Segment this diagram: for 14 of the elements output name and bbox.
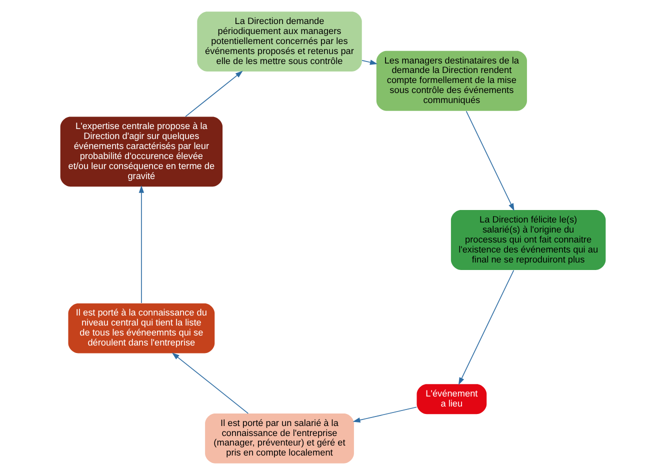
node-box: Il est porté à la connaissance du niveau central qui tient la liste de tous les événeemnts qui se déroulent dans l'entreprise (68, 303, 214, 354)
arrow (458, 270, 514, 385)
node-box: L'expertise centrale propose à la Direction d'agir sur quelques événements caractérisés par leur probabilité d'occurence élevée et/ou leur conséquence en terme de gravité (60, 116, 222, 187)
arrow (138, 185, 144, 304)
node-box: La Direction demande périodiquement aux managers potentiellement concernés par les événements proposés et retenus par elle de les mettre sous contrôle (196, 12, 362, 72)
node-box: Les managers destinataires de la demande la Direction rendent compte formellement de la mise sous contrôle des événements communiqués (376, 50, 526, 111)
arrow (361, 60, 378, 65)
node-box: Il est porté par un salarié à la connaissance de l'entreprise (manager, préventeur) et géré et pris en compte localement (204, 413, 354, 464)
arrow (171, 352, 248, 414)
node-box: La Direction félicite le(s) salarié(s) à l'origine du processus qui ont fait connaitre l'existence des événements qui au final ne se reproduiront plus (450, 210, 606, 270)
arrow (465, 110, 514, 211)
node-box: L'événement a lieu (416, 384, 486, 414)
arrow (352, 406, 417, 423)
arrow (184, 70, 242, 117)
